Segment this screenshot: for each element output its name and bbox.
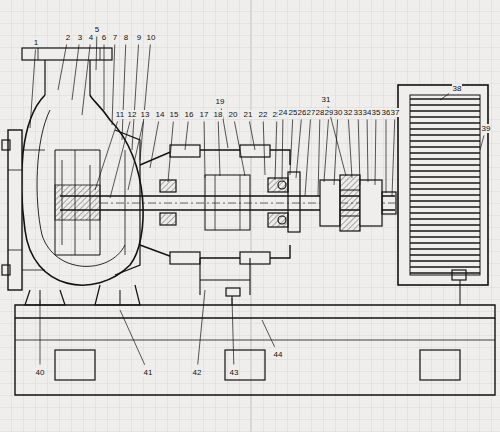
callout-number: 41 bbox=[143, 368, 154, 377]
leader-line bbox=[82, 44, 90, 115]
leader-line bbox=[375, 119, 377, 185]
leader-line bbox=[185, 121, 188, 150]
leader-line bbox=[110, 121, 130, 198]
leader-line bbox=[263, 121, 265, 175]
callout-number: 13 bbox=[140, 110, 151, 119]
callout-number: 37 bbox=[390, 108, 401, 117]
leader-line bbox=[334, 119, 338, 185]
callout-number: 19 bbox=[215, 97, 226, 106]
callout-number: 7 bbox=[112, 33, 118, 42]
callout-number: 18 bbox=[213, 110, 224, 119]
callout-number: 4 bbox=[88, 33, 94, 42]
callout-number: 8 bbox=[123, 33, 129, 42]
leader-line bbox=[232, 298, 234, 365]
callout-number: 20 bbox=[228, 110, 239, 119]
leader-line bbox=[249, 121, 255, 150]
leader-line bbox=[392, 119, 395, 196]
callout-number: 21 bbox=[243, 110, 254, 119]
callout-number: 38 bbox=[452, 84, 463, 93]
callout-number: 17 bbox=[199, 110, 210, 119]
leader-line bbox=[480, 135, 484, 150]
leader-line bbox=[40, 300, 41, 365]
callout-number: 42 bbox=[192, 368, 203, 377]
leader-line bbox=[262, 320, 275, 347]
callout-number: 15 bbox=[169, 110, 180, 119]
callout-number: 22 bbox=[258, 110, 269, 119]
leader-line bbox=[367, 119, 369, 182]
callout-number: 14 bbox=[155, 110, 166, 119]
leader-line bbox=[150, 121, 159, 168]
callout-number: 16 bbox=[184, 110, 195, 119]
leader-line bbox=[348, 119, 352, 178]
leader-line bbox=[282, 119, 284, 180]
leader-line bbox=[58, 44, 67, 90]
leader-line bbox=[275, 121, 277, 180]
callout-number: 43 bbox=[229, 368, 240, 377]
callout-number: 11 bbox=[115, 110, 125, 119]
leader-line bbox=[104, 45, 105, 111]
callout-number: 6 bbox=[101, 33, 107, 42]
leader-line bbox=[128, 121, 143, 190]
leader-line bbox=[358, 119, 360, 185]
leader-line bbox=[132, 44, 139, 150]
callout-number: 31 bbox=[321, 95, 332, 104]
leader-line bbox=[328, 106, 346, 176]
leader-line bbox=[95, 121, 118, 190]
leader-line bbox=[290, 119, 293, 175]
leader-line bbox=[440, 94, 449, 100]
callout-number: 40 bbox=[35, 368, 46, 377]
leader-line bbox=[218, 121, 220, 176]
leader-line bbox=[120, 310, 145, 365]
leader-line bbox=[234, 121, 245, 176]
leader-line bbox=[305, 119, 310, 196]
leader-line bbox=[324, 119, 328, 182]
leader-line bbox=[296, 119, 301, 178]
callout-number: 39 bbox=[481, 124, 492, 133]
callout-number: 3 bbox=[77, 33, 83, 42]
callout-number: 12 bbox=[127, 110, 138, 119]
leader-line bbox=[168, 121, 173, 182]
leader-line bbox=[122, 44, 126, 140]
callout-number: 9 bbox=[136, 33, 142, 42]
leader-line bbox=[318, 119, 320, 196]
leader-line bbox=[140, 44, 150, 160]
leader-line bbox=[204, 121, 206, 178]
callout-number: 1 bbox=[33, 38, 39, 47]
callout-number: 2 bbox=[65, 33, 71, 42]
leader-line bbox=[72, 44, 79, 100]
leader-line bbox=[30, 49, 35, 128]
pump-lines bbox=[2, 48, 495, 395]
callout-number: 5 bbox=[94, 25, 100, 34]
leader-line bbox=[386, 120, 387, 194]
callout-number: 10 bbox=[146, 33, 157, 42]
leader-line bbox=[96, 36, 98, 70]
callout-number: 44 bbox=[273, 350, 284, 359]
leader-line bbox=[198, 290, 205, 365]
